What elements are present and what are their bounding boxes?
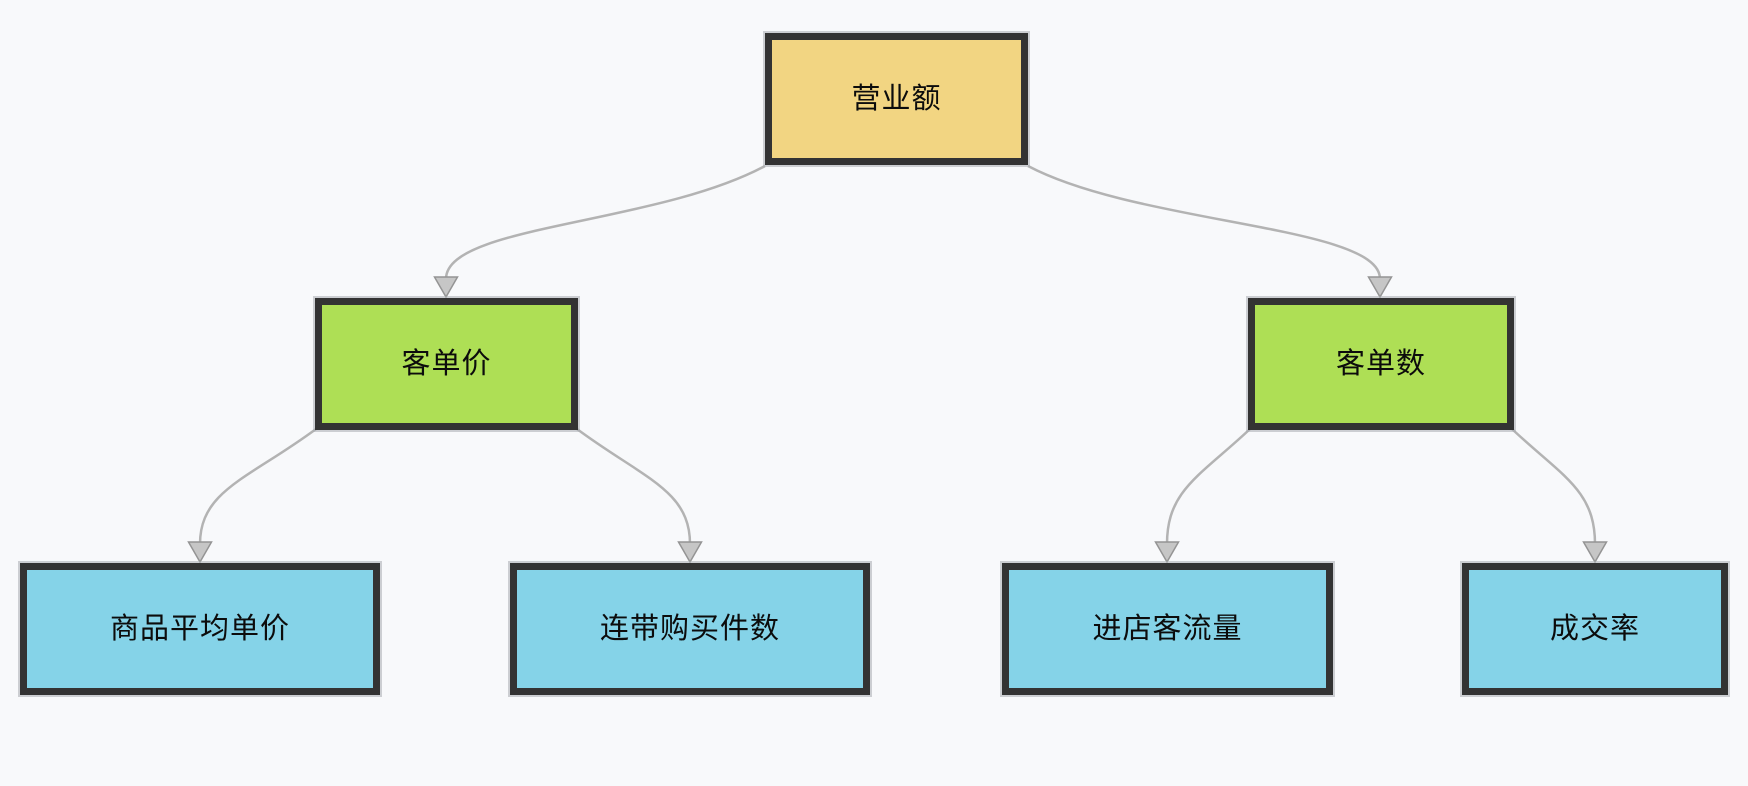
node-label: 客单数: [1335, 347, 1426, 380]
node-label: 客单价: [401, 347, 492, 380]
edge-avg-ticket-value-to-avg-item-price: [198, 427, 317, 545]
node-avg-ticket-value: 客单价: [315, 298, 578, 430]
node-label: 商品平均单价: [109, 612, 290, 645]
arrowhead-icon: [1582, 541, 1608, 564]
node-conversion-rate: 成交率: [1462, 563, 1728, 695]
edge-revenue-to-avg-ticket-value: [444, 164, 766, 280]
arrowhead-icon: [187, 541, 213, 564]
node-revenue: 营业额: [765, 33, 1028, 165]
node-avg-item-price: 商品平均单价: [20, 563, 380, 695]
arrowhead-icon: [1154, 541, 1180, 564]
arrowhead-icon: [433, 276, 459, 299]
edge-avg-ticket-value-to-items-per-purchase: [576, 427, 692, 545]
node-items-per-purchase: 连带购买件数: [510, 563, 870, 695]
arrowhead-icon: [1367, 276, 1393, 299]
edge-ticket-count-to-store-foot-traffic: [1165, 428, 1251, 545]
node-store-foot-traffic: 进店客流量: [1002, 563, 1333, 695]
node-label: 连带购买件数: [599, 612, 780, 645]
node-label: 营业额: [851, 82, 942, 115]
node-label: 进店客流量: [1092, 612, 1243, 645]
node-ticket-count: 客单数: [1248, 298, 1514, 430]
node-label: 成交率: [1549, 612, 1640, 645]
edge-revenue-to-ticket-count: [1027, 164, 1382, 280]
arrowhead-icon: [677, 541, 703, 564]
edge-ticket-count-to-conversion-rate: [1511, 428, 1597, 545]
